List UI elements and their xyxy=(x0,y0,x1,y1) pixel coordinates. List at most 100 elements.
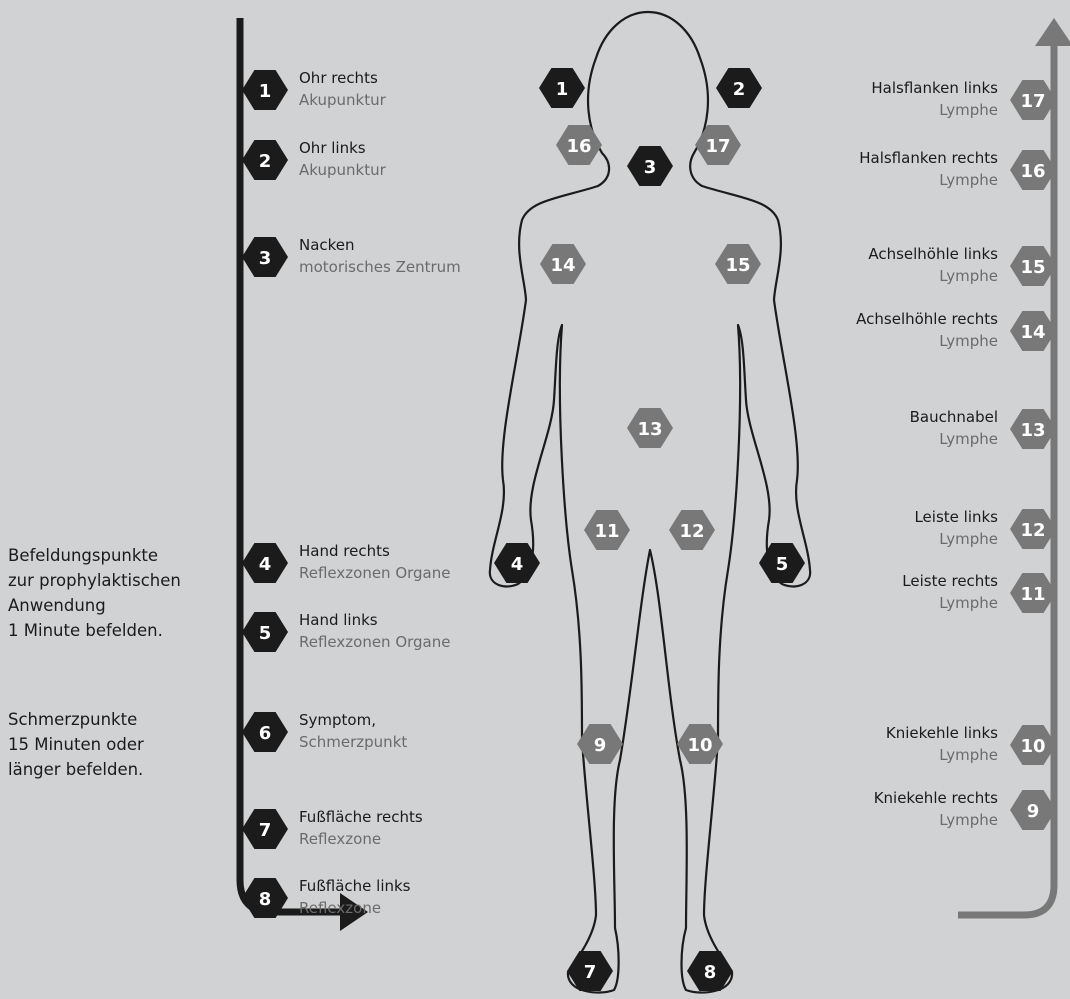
left-legend-badge-1: 1 xyxy=(242,70,288,110)
right-legend-badge-13: 13 xyxy=(1010,409,1056,449)
legend-title: Achselhöhle rechts xyxy=(856,308,998,330)
body-point-1-number: 1 xyxy=(556,79,569,100)
left-legend-badge-3-number: 3 xyxy=(259,248,272,269)
legend-subtitle: Lymphe xyxy=(868,265,998,287)
left-legend-badge-7-number: 7 xyxy=(259,820,272,841)
body-point-13-number: 13 xyxy=(637,419,662,440)
left-legend-badge-5-number: 5 xyxy=(259,623,272,644)
left-legend-item: Hand linksReflexzonen Organe xyxy=(299,609,451,653)
body-point-5-number: 5 xyxy=(776,554,789,575)
legend-subtitle: Lymphe xyxy=(856,330,998,352)
left-legend-badge-2-number: 2 xyxy=(259,151,272,172)
body-point-11: 11 xyxy=(584,510,630,550)
note-line: Schmerzpunkte xyxy=(8,707,144,732)
note-line: zur prophylaktischen xyxy=(8,568,181,593)
legend-title: Nacken xyxy=(299,234,461,256)
left-legend-badge-6: 6 xyxy=(242,712,288,752)
left-legend-badge-3: 3 xyxy=(242,237,288,277)
body-point-2: 2 xyxy=(716,68,762,108)
legend-subtitle: Lymphe xyxy=(910,428,998,450)
note-line: 15 Minuten oder xyxy=(8,732,144,757)
right-legend-badge-17: 17 xyxy=(1010,80,1056,120)
body-point-17-number: 17 xyxy=(705,136,730,157)
right-legend-badge-17-number: 17 xyxy=(1020,91,1045,112)
body-point-8-number: 8 xyxy=(704,962,717,983)
body-point-16-number: 16 xyxy=(566,136,591,157)
legend-title: Ohr rechts xyxy=(299,67,386,89)
body-point-2-number: 2 xyxy=(733,79,746,100)
left-legend-badge-4-number: 4 xyxy=(259,554,272,575)
body-point-4-number: 4 xyxy=(511,554,524,575)
body-point-12: 12 xyxy=(669,510,715,550)
left-legend-item: Ohr rechtsAkupunktur xyxy=(299,67,386,111)
legend-subtitle: motorisches Zentrum xyxy=(299,256,461,278)
legend-title: Kniekehle rechts xyxy=(874,787,998,809)
body-point-15-number: 15 xyxy=(725,255,750,276)
left-legend-item: Symptom,Schmerzpunkt xyxy=(299,709,407,753)
legend-subtitle: Lymphe xyxy=(902,592,998,614)
left-legend-badge-4: 4 xyxy=(242,543,288,583)
legend-title: Halsflanken links xyxy=(871,77,998,99)
legend-subtitle: Lymphe xyxy=(871,99,998,121)
body-point-14-number: 14 xyxy=(550,255,575,276)
right-legend-badge-12: 12 xyxy=(1010,509,1056,549)
left-legend-badge-5: 5 xyxy=(242,612,288,652)
body-point-11-number: 11 xyxy=(594,521,619,542)
right-legend-item: Halsflanken linksLymphe xyxy=(871,77,998,121)
legend-title: Ohr links xyxy=(299,137,386,159)
body-point-12-number: 12 xyxy=(679,521,704,542)
body-point-3: 3 xyxy=(627,146,673,186)
right-legend-badge-14-number: 14 xyxy=(1020,322,1045,343)
legend-title: Kniekehle links xyxy=(886,722,998,744)
right-legend-badge-15-number: 15 xyxy=(1020,257,1045,278)
right-legend-badge-10: 10 xyxy=(1010,725,1056,765)
legend-subtitle: Lymphe xyxy=(874,809,998,831)
body-point-9-number: 9 xyxy=(594,735,607,756)
right-legend-badge-16: 16 xyxy=(1010,150,1056,190)
legend-subtitle: Reflexzone xyxy=(299,828,423,850)
right-legend-badge-16-number: 16 xyxy=(1020,161,1045,182)
note-line: 1 Minute befelden. xyxy=(8,618,181,643)
prophylactic-note: Befeldungspunktezur prophylaktischenAnwe… xyxy=(8,543,181,643)
body-point-3-number: 3 xyxy=(644,157,657,178)
left-legend-badge-2: 2 xyxy=(242,140,288,180)
right-legend-item: Kniekehle linksLymphe xyxy=(886,722,998,766)
right-legend-badge-13-number: 13 xyxy=(1020,420,1045,441)
right-legend-badge-11: 11 xyxy=(1010,573,1056,613)
legend-subtitle: Lymphe xyxy=(859,169,998,191)
right-legend-badge-14: 14 xyxy=(1010,311,1056,351)
body-point-7-number: 7 xyxy=(584,962,597,983)
right-legend-item: Leiste linksLymphe xyxy=(914,506,998,550)
left-legend-item: Fußfläche rechtsReflexzone xyxy=(299,806,423,850)
legend-subtitle: Reflexzonen Organe xyxy=(299,562,451,584)
right-legend-badge-12-number: 12 xyxy=(1020,520,1045,541)
legend-subtitle: Reflexzone xyxy=(299,897,411,919)
legend-title: Fußfläche links xyxy=(299,875,411,897)
legend-title: Symptom, xyxy=(299,709,407,731)
right-legend-badge-9: 9 xyxy=(1010,790,1056,830)
legend-title: Halsflanken rechts xyxy=(859,147,998,169)
right-legend-badge-15: 15 xyxy=(1010,246,1056,286)
left-legend-badge-7: 7 xyxy=(242,809,288,849)
left-legend-badge-6-number: 6 xyxy=(259,723,272,744)
note-line: Anwendung xyxy=(8,593,181,618)
right-legend-badge-10-number: 10 xyxy=(1020,736,1045,757)
legend-title: Hand links xyxy=(299,609,451,631)
legend-title: Fußfläche rechts xyxy=(299,806,423,828)
right-arrow-head xyxy=(1035,18,1070,46)
legend-title: Leiste rechts xyxy=(902,570,998,592)
legend-title: Bauchnabel xyxy=(910,406,998,428)
note-line: Befeldungspunkte xyxy=(8,543,181,568)
legend-title: Leiste links xyxy=(914,506,998,528)
body-point-17: 17 xyxy=(695,125,741,165)
legend-subtitle: Akupunktur xyxy=(299,159,386,181)
